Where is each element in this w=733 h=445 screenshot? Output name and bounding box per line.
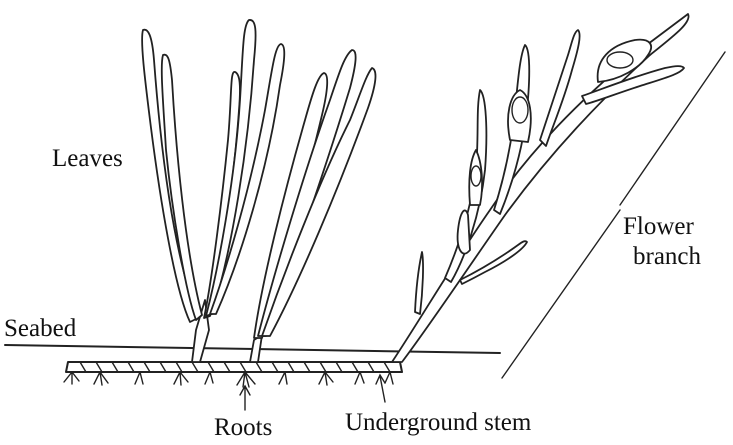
roots (64, 372, 393, 387)
flower-branch-pointer-lower (502, 210, 620, 378)
label-underground-stem: Underground stem (345, 409, 532, 436)
label-leaves: Leaves (52, 145, 123, 172)
label-flower-line2: branch (633, 243, 702, 270)
underground-stem-arrow (376, 375, 385, 402)
flower-branch (392, 14, 689, 362)
label-flower-line1: Flower (623, 213, 695, 240)
label-roots: Roots (214, 414, 272, 441)
underground-stem (66, 362, 402, 372)
roots-arrow (240, 386, 250, 410)
label-seabed: Seabed (4, 315, 77, 342)
